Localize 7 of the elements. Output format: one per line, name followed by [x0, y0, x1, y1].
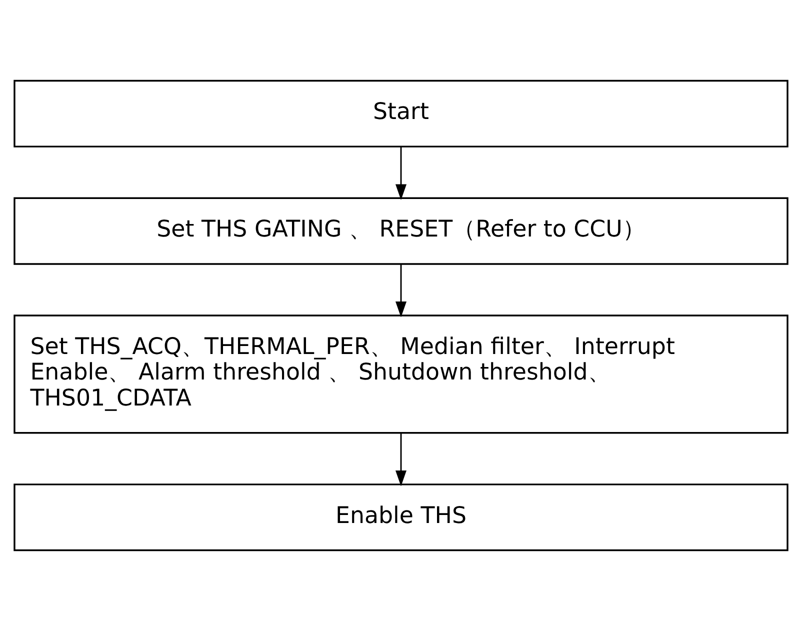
- arrow: [395, 432, 407, 486]
- node-box: Set THS GATING 、 RESET（Refer to CCU）: [14, 196, 788, 264]
- node-box: Set THS_ACQ、THERMAL_PER、 Median filter、 Interrupt Enable、 Alarm threshold 、 Shutdown threshold、 THS01_CDATA: [14, 314, 788, 434]
- node-box: Enable THS: [14, 483, 788, 551]
- arrow: [395, 146, 407, 200]
- arrow: [395, 264, 407, 317]
- node-box: Start: [14, 79, 788, 147]
